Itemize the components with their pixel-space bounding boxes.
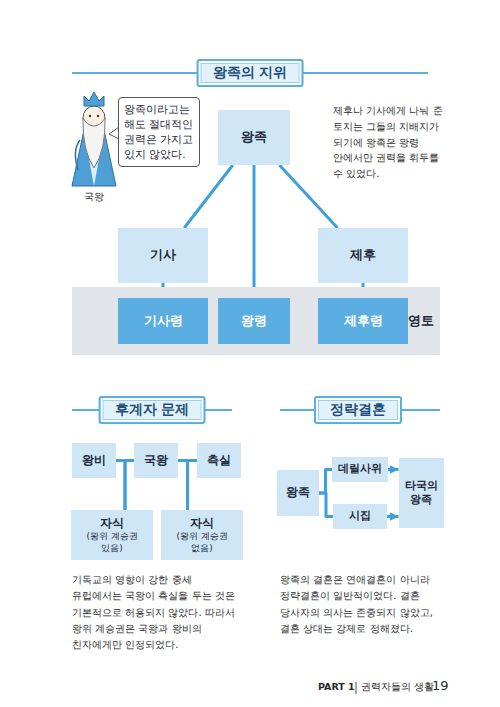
footer-separator [356, 682, 357, 694]
connector [388, 468, 399, 471]
node-text: 국왕 [144, 453, 168, 469]
section-banner: 후계자 문제 [99, 396, 206, 424]
page-number: 19 [432, 678, 449, 695]
node-text: 자식 [190, 516, 214, 532]
node-text: 왕족 [241, 129, 267, 146]
person-box: 국왕 [134, 443, 178, 478]
child-box: 자식(왕위 계승권 없음) [161, 510, 243, 560]
king-illustration [72, 92, 116, 186]
body-text: 왕족의 결혼은 연애결혼이 아니라 정략결혼이 일반적이었다. 결혼 당사자의 … [280, 572, 442, 637]
connector [253, 165, 256, 298]
body-text: 기독교의 영향이 강한 중세 유럽에서는 국왕이 측실을 두는 것은 기본적으로… [72, 572, 244, 654]
connector [319, 470, 332, 494]
connector [184, 165, 233, 228]
footer-part: PART 1 [318, 681, 355, 693]
knight-box: 기사 [118, 228, 208, 283]
section-banner: 정략결혼 [314, 396, 402, 424]
node-text: 왕족이라고는 해도 절대적인 권력은 가지고 있지 않았다. [124, 102, 194, 163]
connector [188, 461, 198, 511]
connector [125, 461, 134, 511]
figure-label: 국왕 [74, 191, 114, 203]
node-text: (왕위 계승권 있음) [76, 531, 148, 554]
node-text: (왕위 계승권 없음) [166, 531, 238, 554]
title-banner: 왕족의 지위 [197, 59, 304, 87]
royal-box: 왕족 [277, 470, 319, 516]
connector [279, 165, 337, 228]
node-text: 제후 [350, 247, 376, 263]
footer-chapter: 권력자들의 생활 [361, 681, 434, 693]
fief-box: 제후령 [318, 298, 408, 344]
note-text: 제후나 기사에게 나눠 준 토지는 그들의 지배지가 되기에 왕족은 왕령 안에… [333, 103, 443, 182]
node-text: 왕족 [286, 485, 310, 501]
marriage-box: 시집 [333, 504, 387, 528]
foreign-royal-box: 타국의 왕족 [399, 458, 444, 528]
royal-domain-box: 왕령 [218, 298, 290, 344]
marriage-box: 데릴사위 [332, 457, 388, 481]
node-text: 왕비 [82, 453, 106, 469]
speech-bubble: 왕족이라고는 해도 절대적인 권력은 가지고 있지 않았다. [118, 97, 200, 168]
node-text: 왕령 [241, 313, 267, 329]
person-box: 측실 [197, 443, 241, 478]
node-text: 데릴사위 [338, 462, 382, 476]
node-text: 타국의 왕족 [404, 479, 439, 508]
fief-box: 기사령 [118, 298, 208, 344]
connector [387, 515, 399, 518]
node-text: 시집 [349, 509, 371, 523]
lord-box: 제후 [318, 228, 408, 283]
territory-band: 영토 기사령 왕령 제후령 [72, 287, 440, 355]
royal-box: 왕족 [218, 110, 290, 165]
connector [319, 493, 333, 517]
node-text: 기사령 [144, 313, 183, 329]
person-box: 왕비 [72, 443, 116, 478]
child-box: 자식(왕위 계승권 있음) [71, 510, 153, 560]
node-text: 자식 [100, 516, 124, 532]
node-text: 제후령 [344, 313, 383, 329]
node-text: 기사 [150, 247, 176, 263]
region-label: 영토 [408, 313, 434, 329]
node-text: 측실 [207, 453, 231, 469]
